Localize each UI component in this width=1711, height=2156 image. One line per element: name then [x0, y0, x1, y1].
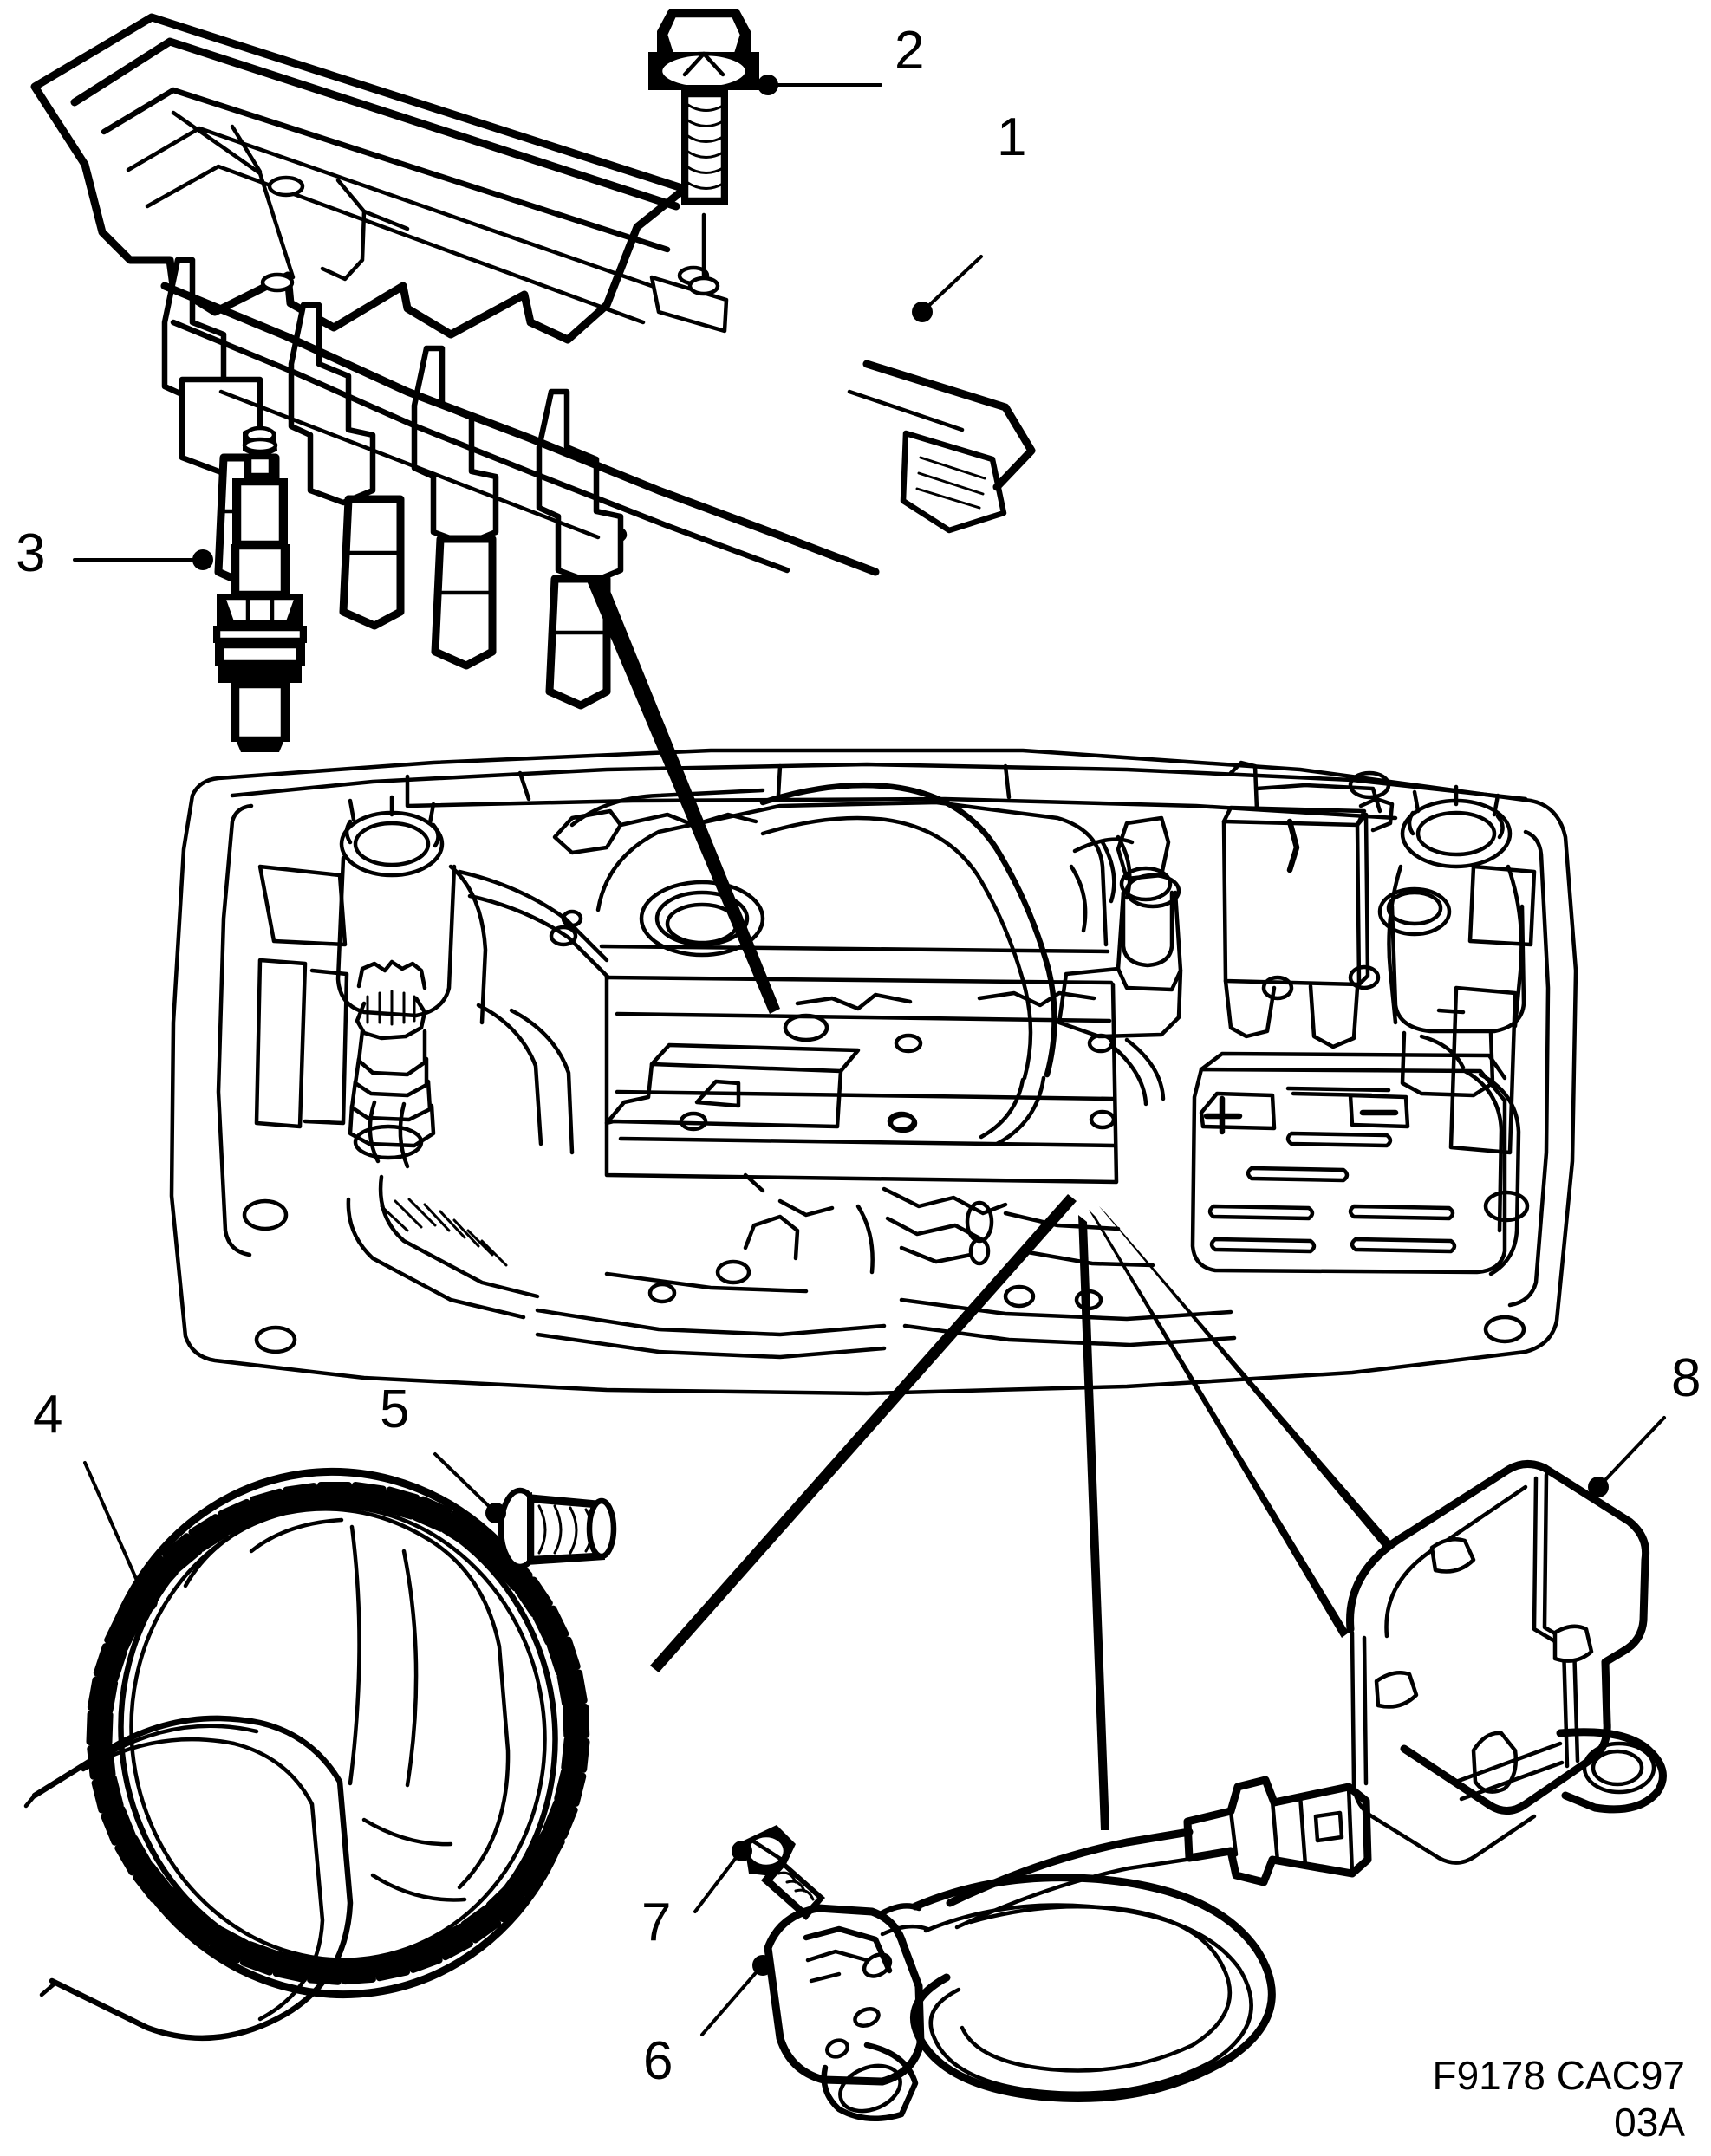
- callout-8[interactable]: 8: [1671, 1348, 1701, 1408]
- callout-5[interactable]: 5: [380, 1380, 410, 1439]
- figure-reference-line1: F9178 CAC97: [1432, 2053, 1686, 2098]
- ignition-cassette-group: [30, 13, 1036, 710]
- callout-3[interactable]: 3: [16, 523, 46, 583]
- callout-7[interactable]: 7: [641, 1893, 672, 1952]
- callout-2[interactable]: 2: [895, 21, 925, 81]
- cassette-bolt-group: [648, 9, 759, 296]
- sensor-shield-group: [1346, 1460, 1667, 1865]
- callout-4[interactable]: 4: [33, 1385, 63, 1445]
- engine-bay-group: [169, 748, 1578, 1396]
- sensor-bolt-large-group: [498, 1487, 617, 1570]
- figure-reference-line2: 03A: [1614, 2100, 1685, 2145]
- spark-plug-group: [213, 425, 307, 752]
- trigger-wheel-group: [23, 1467, 590, 2042]
- leader-lines: [73, 75, 1666, 2036]
- callout-6[interactable]: 6: [643, 2031, 673, 2091]
- crank-sensor-group: [764, 1776, 1372, 2121]
- callout-1[interactable]: 1: [997, 107, 1027, 167]
- sensor-screw-group: [744, 1825, 825, 1920]
